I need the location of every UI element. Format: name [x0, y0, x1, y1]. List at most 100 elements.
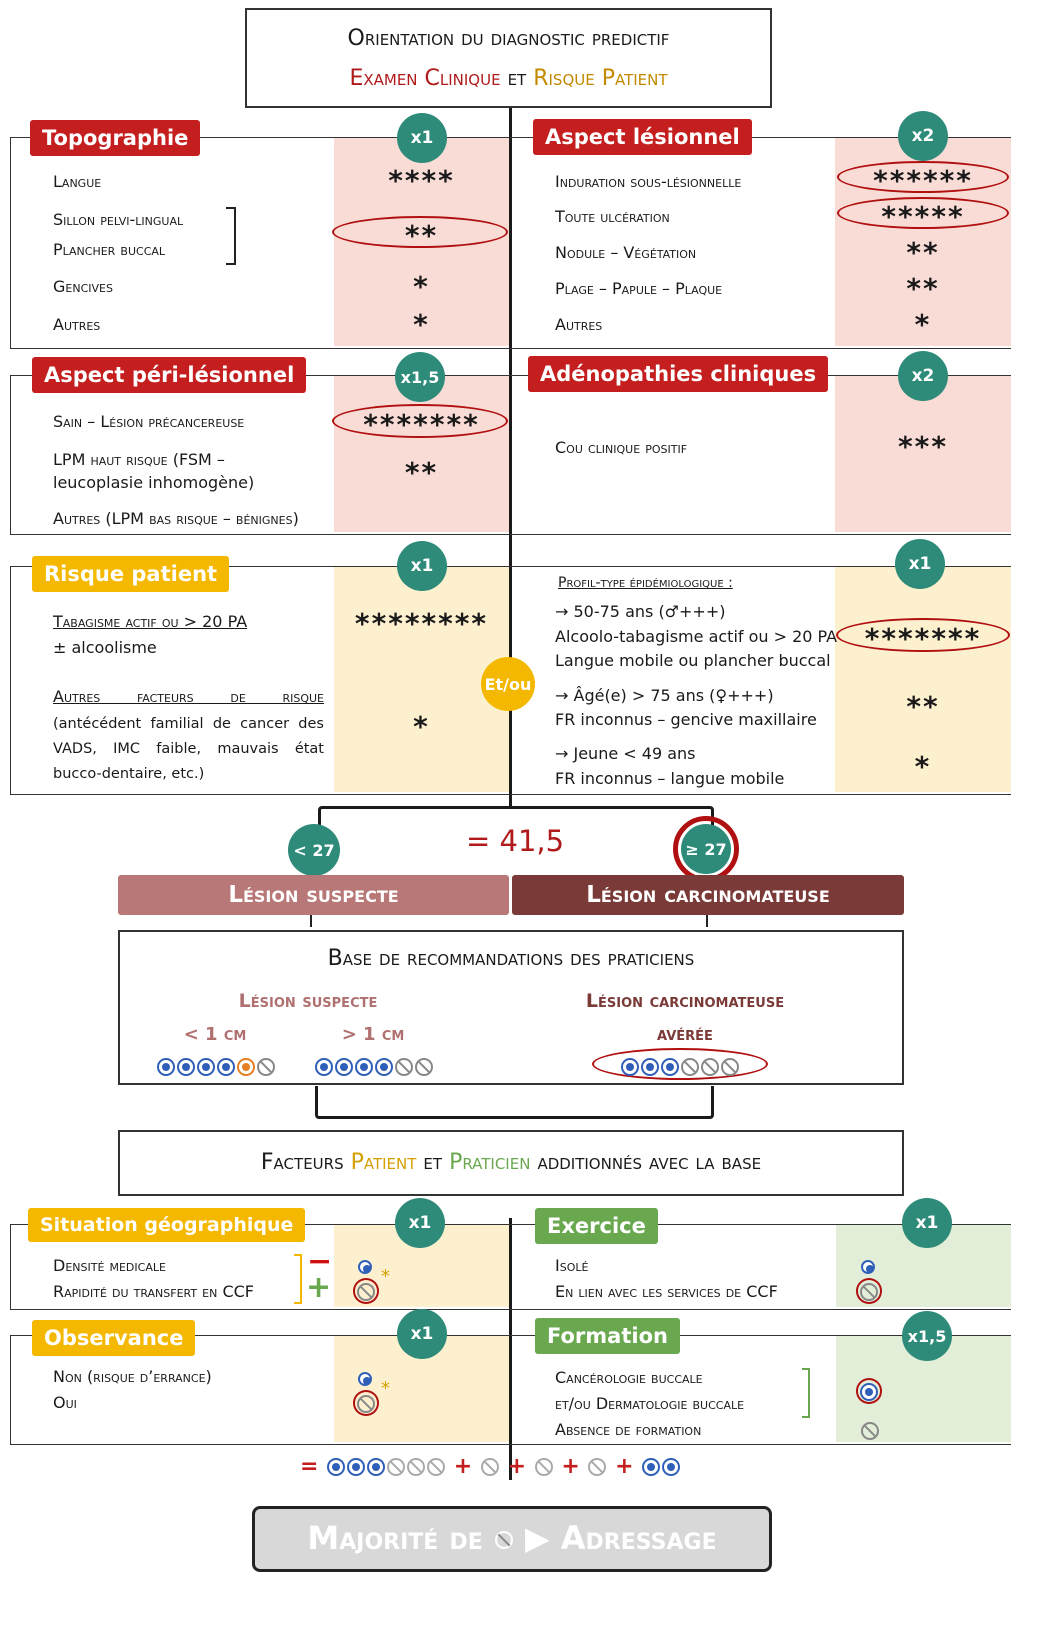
geo-bracket [294, 1254, 302, 1304]
aspect-stars-2: ***** [881, 200, 965, 233]
profil-p1-l3: Langue mobile ou plancher buccal [555, 651, 831, 670]
topo-highlight-ring [332, 216, 508, 248]
aspect-coef: x2 [898, 111, 948, 161]
topo-row-5: Autres [53, 315, 101, 334]
band-lesion-suspecte: Lésion suspecte [118, 875, 509, 915]
risque-stars-2: * [413, 710, 430, 743]
base-box: Base de recommandations des praticiens L… [118, 930, 904, 1085]
rec-dot-icon [367, 1458, 386, 1476]
observance-title: Observance [32, 1320, 196, 1356]
peri-row-3: Autres (LPM bas risque – bénignes) [53, 509, 299, 528]
ban-icon [257, 1057, 275, 1076]
peri-title: Aspect péri-lésionnel [32, 357, 307, 393]
exercice-dot [860, 1256, 876, 1275]
spine-bottom [509, 1218, 512, 1480]
risque-alcool: ± alcoolisme [53, 638, 157, 657]
formation-row-3: Absence de formation [555, 1420, 702, 1439]
profil-p3-l1: → Jeune < 49 ans [555, 744, 696, 763]
adeno-title: Adénopathies cliniques [528, 356, 829, 392]
peri-row-2: LPM haut risque (FSM – [53, 450, 225, 469]
peri-row-2b: leucoplasie inhomogène) [53, 473, 255, 492]
formation-box [511, 1335, 1011, 1445]
exercice-ban [856, 1278, 882, 1304]
exercice-coef: x1 [902, 1198, 952, 1248]
formation-bracket [802, 1368, 810, 1418]
ban-icon [387, 1458, 406, 1476]
formation-coef: x1,5 [902, 1311, 952, 1361]
profil-score-bg [835, 567, 1011, 792]
ban-icon [494, 1531, 513, 1549]
risque-box [10, 566, 511, 795]
adeno-row-1: Cou clinique positif [555, 438, 688, 457]
rec-dot-icon [621, 1057, 639, 1076]
observance-ban [353, 1390, 379, 1416]
exercice-row-2: En lien avec les services de CCF [555, 1282, 778, 1301]
adeno-stars-1: *** [898, 430, 948, 463]
rec-dot-icon [662, 1458, 681, 1476]
profil-p1-l2: Alcoolo-tabagisme actif ou > 20 PA [555, 627, 838, 646]
score-low-badge: < 27 [288, 824, 340, 876]
peri-coef: x1,5 [395, 352, 445, 402]
base-ring [592, 1048, 768, 1080]
topo-title: Topographie [30, 120, 201, 156]
peri-score-bg [334, 376, 509, 532]
risque-tabac: Tabagisme actif ou > 20 PA [53, 612, 248, 631]
rec-dot-icon [347, 1458, 366, 1476]
score-high-badge: ≥ 27 [681, 824, 731, 874]
asterisk-icon: * [381, 1266, 390, 1287]
base-col1a: < 1 cm [183, 1024, 247, 1045]
ban-icon [357, 1394, 375, 1413]
ban-icon [588, 1458, 607, 1476]
aspect-stars-1: ****** [873, 164, 973, 197]
peri-ring [332, 404, 508, 438]
ban-icon [681, 1057, 699, 1076]
base-dots-small [156, 1056, 276, 1076]
band-lesion-carcinomateuse: Lésion carcinomateuse [512, 875, 904, 915]
formation-row-1: Cancérologie buccale [555, 1368, 703, 1387]
profil-p2-l2: FR inconnus – gencive maxillaire [555, 710, 817, 729]
base-title: Base de recommandations des praticiens [327, 946, 695, 971]
ban-icon [427, 1458, 446, 1476]
ban-icon [480, 1458, 499, 1476]
plus-icon: + [306, 1270, 332, 1305]
ban-icon [415, 1057, 433, 1076]
peri-stars-1: ******* [363, 408, 480, 441]
rec-dot-icon [355, 1057, 373, 1076]
rec-dot-icon [197, 1057, 215, 1076]
geo-row-2: Rapidité du transfert en CCF [53, 1282, 254, 1301]
profil-p3-l2: FR inconnus – langue mobile [555, 769, 785, 788]
rec-dot-icon [177, 1057, 195, 1076]
aspect-ring-2 [837, 197, 1009, 229]
topo-bracket [226, 207, 236, 265]
risque-autres-text: (antécédent familial de cancer des VADS,… [53, 716, 324, 782]
rec-dot-icon [860, 1382, 878, 1401]
profil-stars-2: ** [906, 690, 940, 723]
exercice-row-1: Isolé [555, 1256, 589, 1275]
ban-icon [860, 1282, 878, 1301]
aspect-stars-3: ** [906, 236, 940, 269]
arrow-right [706, 915, 708, 927]
profil-coef: x1 [895, 539, 945, 589]
facteurs-title: Facteurs Patient et Praticien additionné… [260, 1150, 762, 1175]
risque-title: Risque patient [32, 556, 230, 592]
ban-icon [407, 1458, 426, 1476]
spine-top [509, 108, 512, 808]
topo-row-4: Gencives [53, 277, 113, 296]
arrow-left [310, 915, 312, 927]
risque-stars-1: ******** [354, 607, 489, 640]
play-arrow-icon: ▶ [525, 1519, 550, 1557]
formation-dot [856, 1378, 882, 1404]
topo-row-1: Langue [53, 172, 102, 191]
topo-stars-2: ** [404, 219, 439, 252]
risque-score-bg [334, 567, 509, 792]
topo-row-2: Sillon pelvi-lingual [53, 210, 184, 229]
geo-dot [357, 1256, 373, 1275]
aspect-ring-1 [837, 161, 1009, 193]
ban-icon [701, 1057, 719, 1076]
base-col1: Lésion suspecte [238, 990, 378, 1012]
header-box: Orientation du diagnostic predictif Exam… [245, 8, 772, 108]
header-title: Orientation du diagnostic predictif [347, 26, 670, 51]
base-dots-carcino [620, 1056, 740, 1076]
observance-coef: x1 [397, 1309, 447, 1359]
header-subtitle: Examen Clinique et Risque Patient [349, 66, 668, 91]
